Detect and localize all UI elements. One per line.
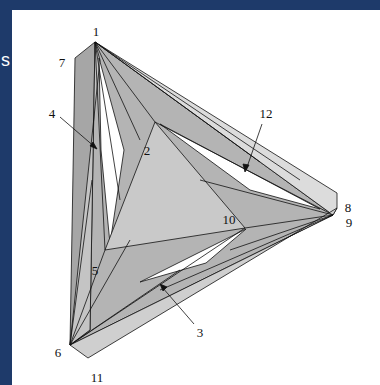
callout-number: 11: [91, 371, 104, 384]
callout-number: 12: [260, 107, 273, 120]
callout-number: 10: [223, 213, 236, 226]
callout-number: 8: [345, 201, 352, 214]
leader-line: [162, 287, 194, 324]
callout-number: s: [1, 51, 10, 69]
callout-number: 5: [92, 264, 99, 277]
leader-arrowhead: [160, 284, 167, 291]
callout-number: 9: [346, 216, 353, 229]
model-figure: [70, 42, 337, 358]
leader-arrowhead: [243, 164, 249, 172]
callout-number: 1: [93, 25, 100, 38]
white-panel: [12, 10, 380, 385]
callout-number: 3: [197, 326, 204, 339]
callout-number: 6: [55, 346, 62, 359]
callout-number: 7: [59, 56, 66, 69]
leader-arrowhead: [90, 142, 97, 149]
leader-line: [246, 124, 262, 170]
callout-number: 2: [144, 144, 151, 157]
callout-number: 4: [49, 107, 56, 120]
leader-line: [60, 117, 96, 148]
leader-lines: [60, 117, 262, 324]
